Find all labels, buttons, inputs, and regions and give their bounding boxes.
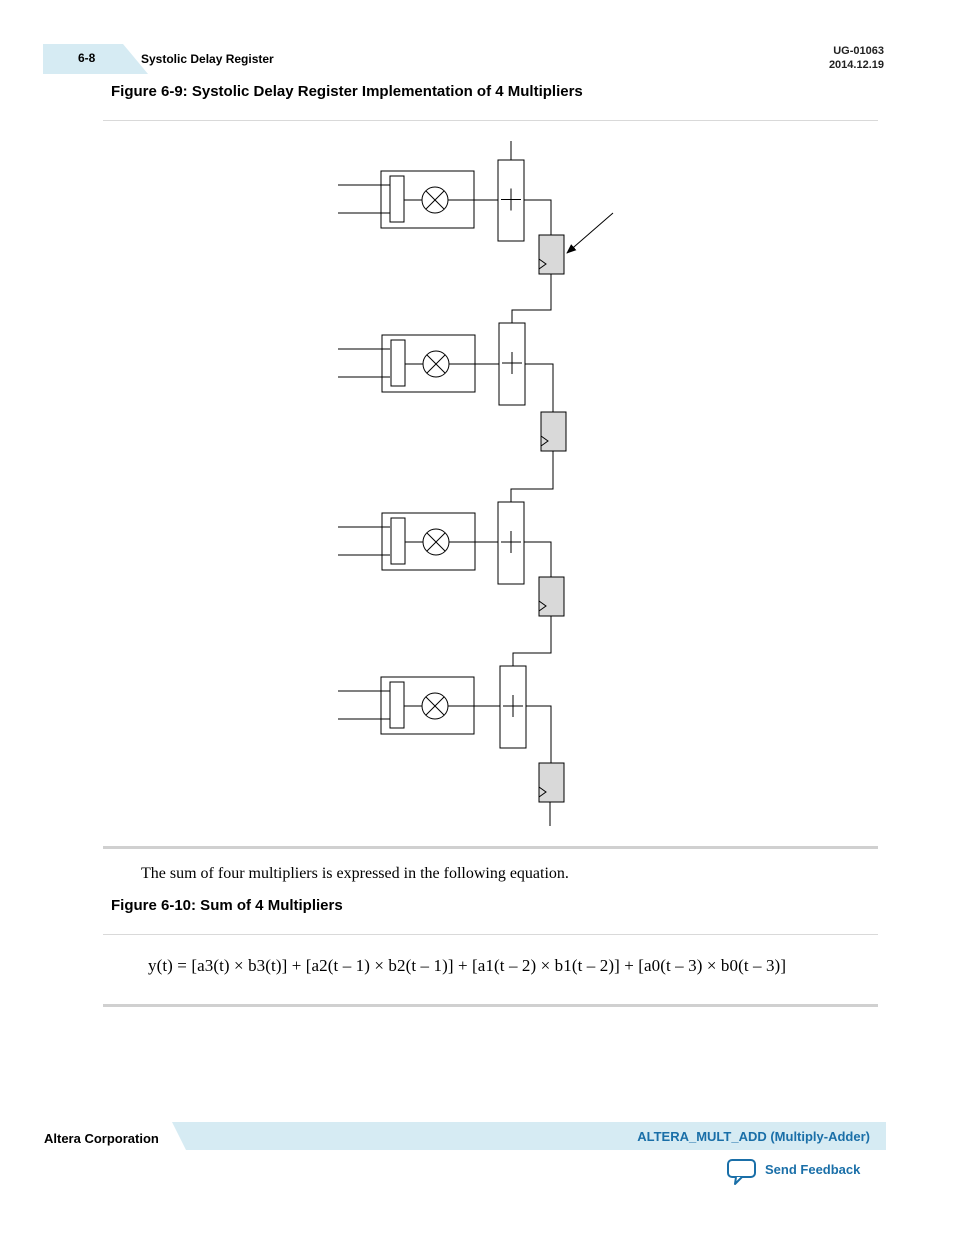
sum-equation: y(t) = [a3(t) × b3(t)] + [a2(t – 1) × b2… xyxy=(148,956,787,975)
stage-3-adder-to-register xyxy=(524,541,552,577)
stage-3-adder xyxy=(497,501,525,585)
stage-1-delay-register xyxy=(538,234,565,275)
footer-doc-title[interactable]: ALTERA_MULT_ADD (Multiply-Adder) xyxy=(637,1129,870,1144)
clock-icon xyxy=(538,600,547,612)
stage-2-delay-register xyxy=(540,411,567,452)
figure-2-bottom-rule xyxy=(103,1004,878,1007)
stage-2-to-stage-3 xyxy=(510,451,554,502)
footer-company: Altera Corporation xyxy=(44,1131,159,1146)
send-feedback-link[interactable]: Send Feedback xyxy=(765,1162,861,1177)
figure-title-2: Figure 6-10: Sum of 4 Multipliers xyxy=(111,897,343,914)
doc-id: UG-01063 xyxy=(833,45,884,57)
multiply-icon-stroke xyxy=(425,190,445,210)
stage-1-adder-to-register xyxy=(524,199,552,235)
stage-4-input-register xyxy=(389,681,405,729)
doc-date: 2014.12.19 xyxy=(828,59,884,71)
footer-band xyxy=(172,1122,886,1150)
figure-bottom-rule xyxy=(103,846,878,849)
speech-bubble-icon[interactable] xyxy=(726,1158,758,1186)
figure-top-rule xyxy=(103,120,878,121)
multiply-icon-stroke xyxy=(426,532,446,552)
stage-3-input-register xyxy=(390,517,406,565)
stage-1-input-register xyxy=(389,175,405,223)
body-paragraph: The sum of four multipliers is expressed… xyxy=(141,865,569,882)
figure-2-top-rule xyxy=(103,934,878,935)
multiply-icon-stroke xyxy=(426,354,446,374)
stage-2-input-register xyxy=(390,339,406,387)
stage-3-to-stage-4 xyxy=(512,616,552,666)
figure-title: Figure 6-9: Systolic Delay Register Impl… xyxy=(111,83,583,100)
register-callout-arrow xyxy=(566,212,614,254)
systolic-diagram xyxy=(338,141,614,826)
page-number: 6-8 xyxy=(78,51,96,65)
stage-4-adder xyxy=(499,665,527,749)
doc-info: UG-01063 2014.12.19 xyxy=(829,44,884,72)
stage-2-adder-to-register xyxy=(525,363,554,412)
stage-4-adder-to-register xyxy=(526,705,552,763)
stage-3-delay-register xyxy=(538,576,565,617)
clock-icon xyxy=(538,786,547,798)
clock-icon xyxy=(540,435,549,447)
section-title: Systolic Delay Register xyxy=(141,52,274,66)
clock-icon xyxy=(538,258,547,270)
multiply-icon-stroke xyxy=(425,696,445,716)
stage-1-to-stage-2 xyxy=(511,274,552,323)
stage-4-delay-register xyxy=(538,762,565,803)
